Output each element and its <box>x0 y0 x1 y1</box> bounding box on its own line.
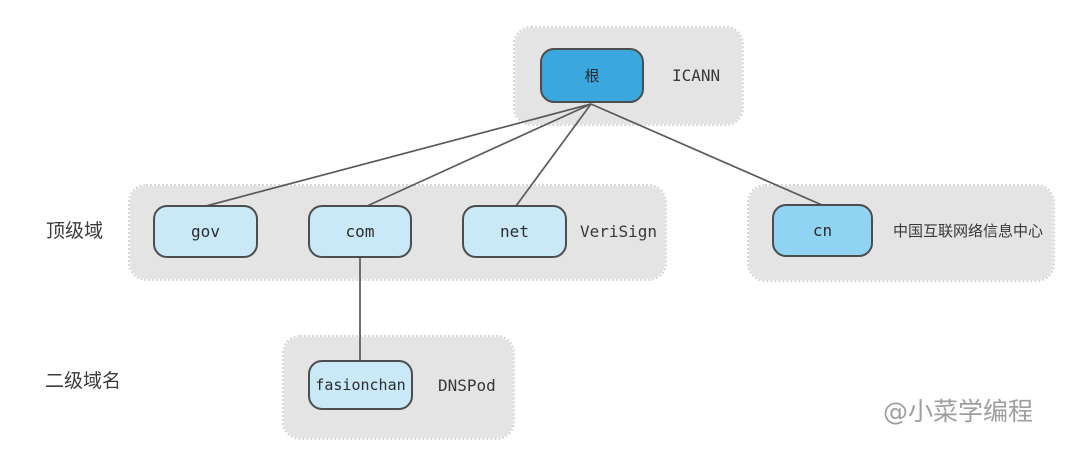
node-net: net <box>462 205 567 258</box>
edge-root-com <box>366 103 592 207</box>
node-fasionchan-label: fasionchan <box>315 376 406 394</box>
watermark: @小菜学编程 <box>883 397 1034 426</box>
org-label-cnnic: 中国互联网络信息中心 <box>893 222 1044 240</box>
node-com: com <box>308 205 412 258</box>
node-cn: cn <box>772 204 873 257</box>
node-cn-label: cn <box>812 221 833 240</box>
edge-root-cn <box>590 103 823 206</box>
edge-root-gov <box>205 103 592 207</box>
row-label-sld: 二级域名 <box>45 370 122 392</box>
node-root-label: 根 <box>584 67 600 85</box>
node-root: 根 <box>540 48 644 103</box>
node-net-label: net <box>500 222 529 241</box>
org-label-dnspod: DNSPod <box>438 376 496 395</box>
node-com-label: com <box>345 222 375 241</box>
org-label-icann: ICANN <box>672 66 721 85</box>
node-gov: gov <box>153 205 258 258</box>
edge-root-net <box>515 103 592 207</box>
org-label-verisign: VeriSign <box>580 222 658 241</box>
node-gov-label: gov <box>191 222 220 241</box>
node-fasionchan: fasionchan <box>308 360 413 410</box>
row-label-tld: 顶级域 <box>46 220 104 242</box>
